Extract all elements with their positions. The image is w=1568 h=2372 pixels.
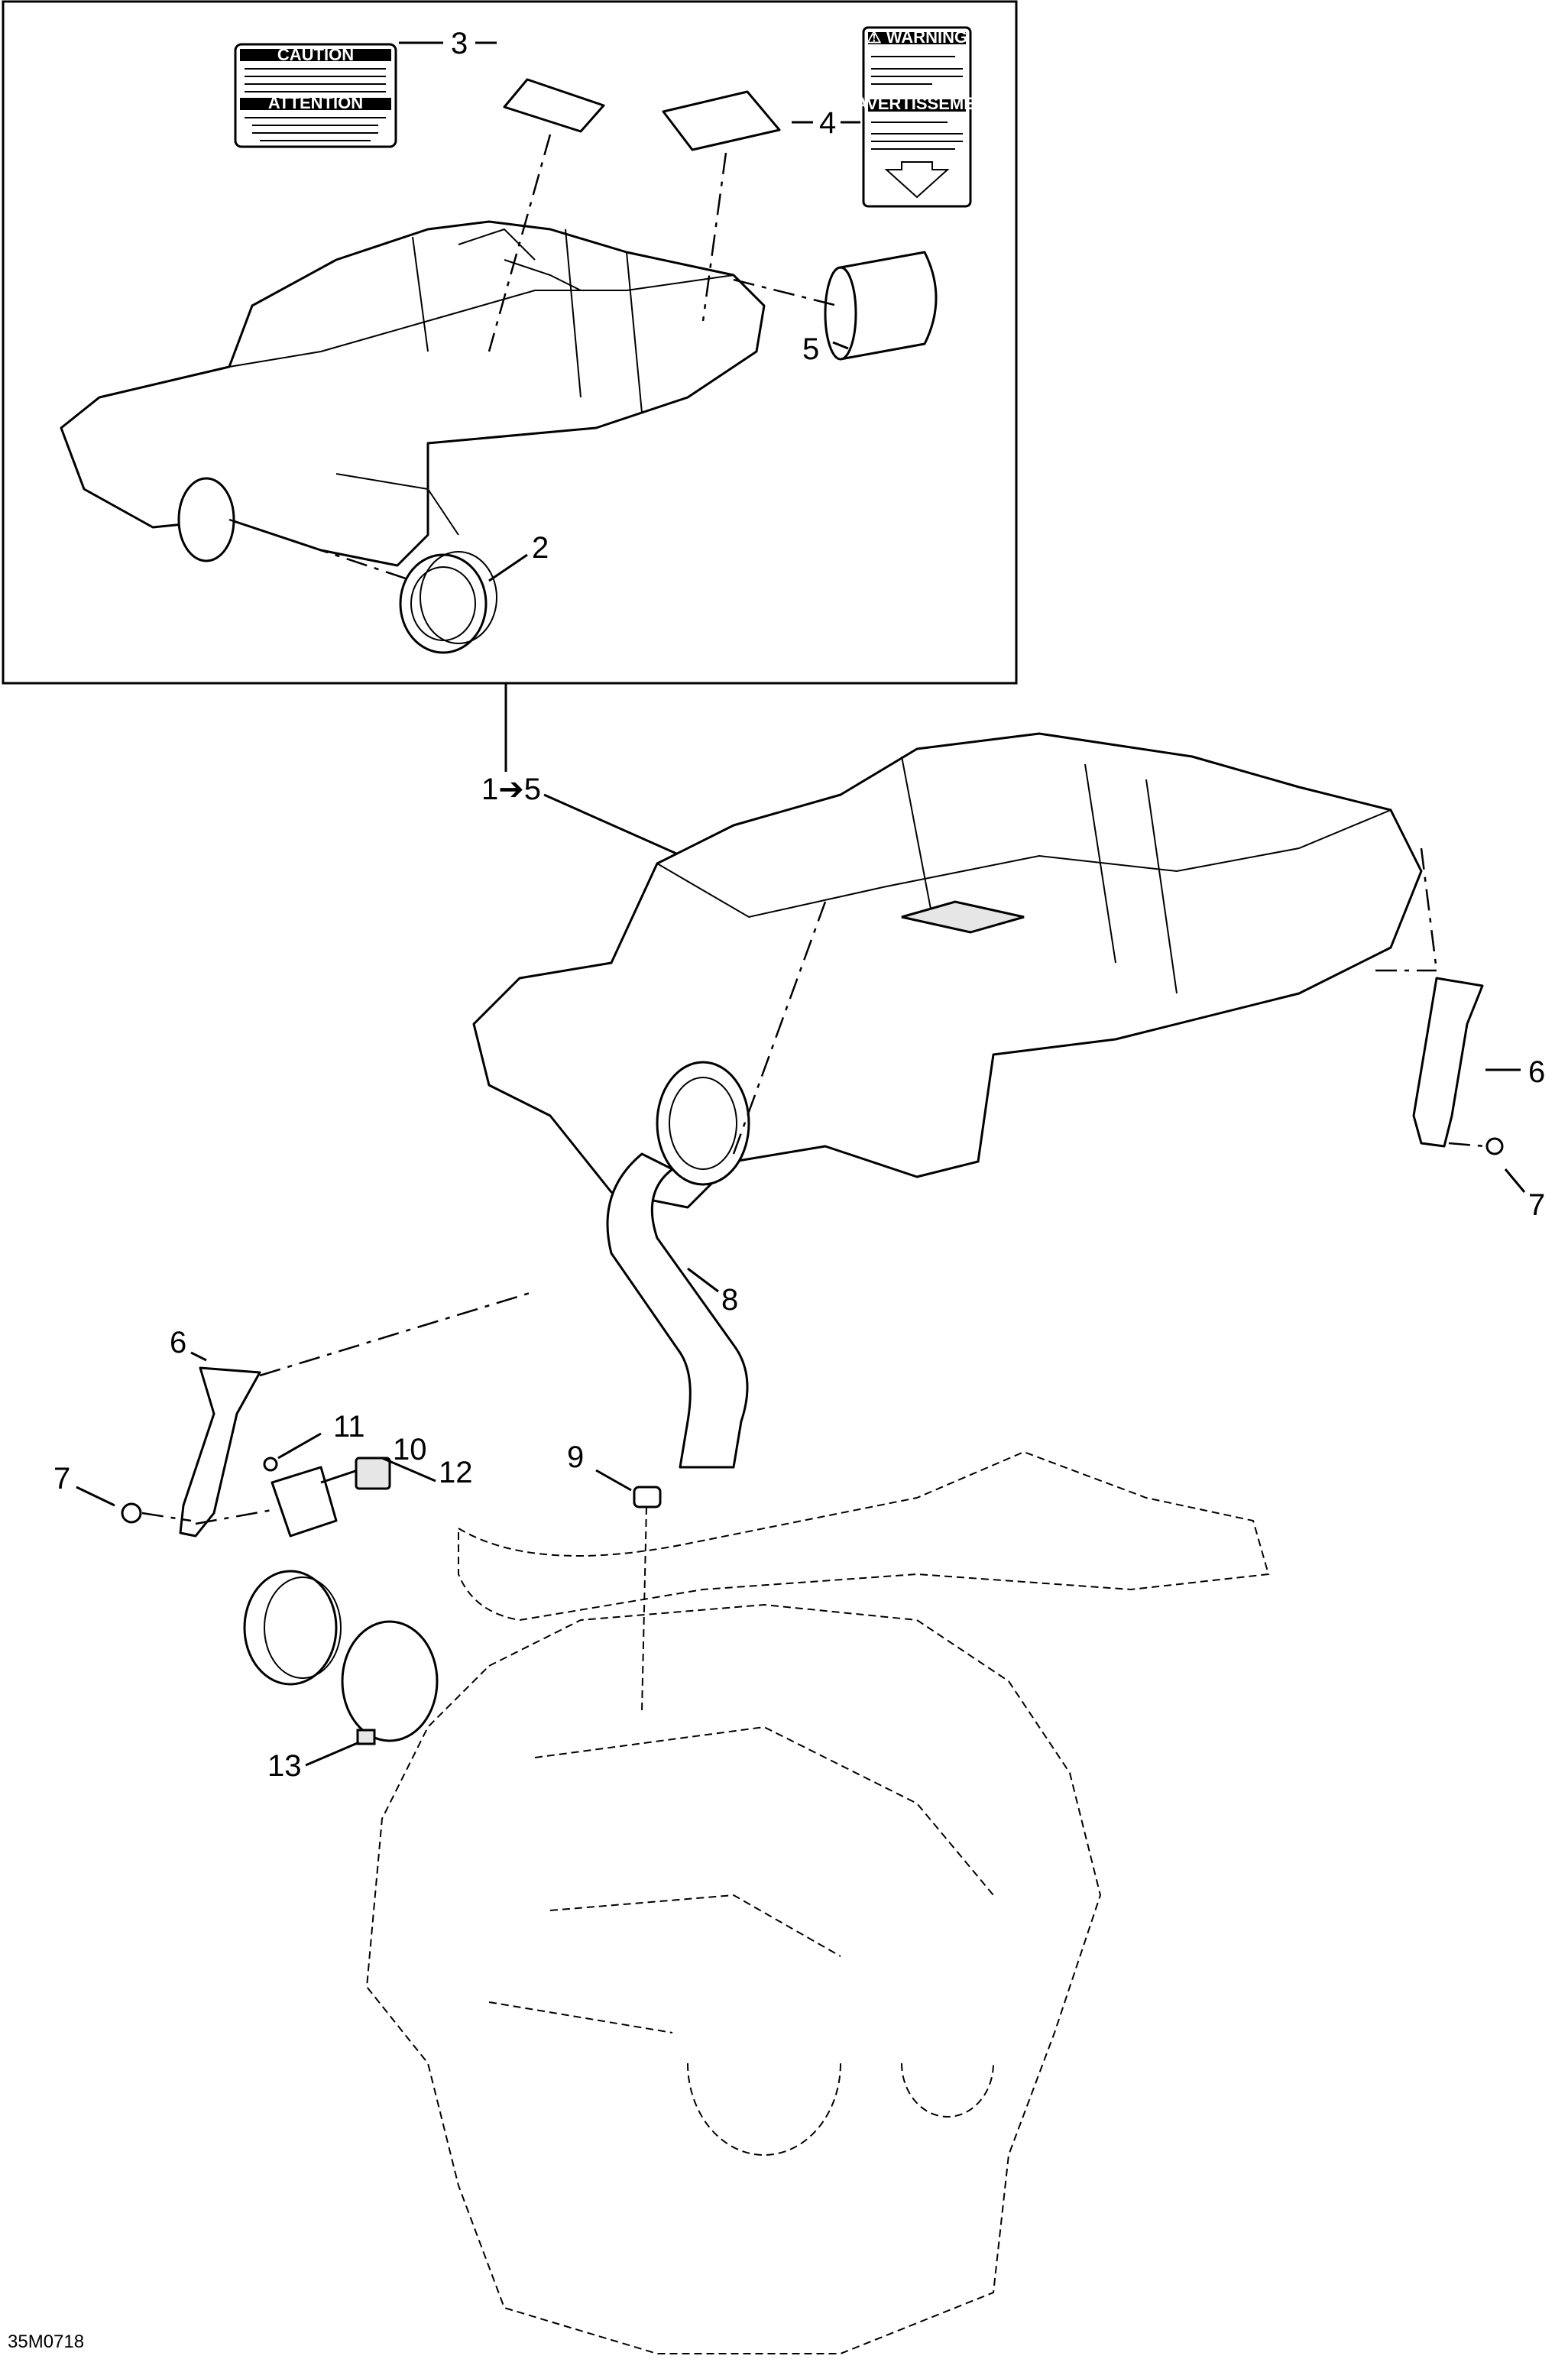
callout-12: 12 bbox=[439, 1456, 473, 1489]
air-filter-5-part bbox=[824, 251, 938, 361]
screw-11-part bbox=[263, 1457, 278, 1472]
callout-4: 4 bbox=[819, 106, 836, 140]
callout-7-right: 7 bbox=[1528, 1188, 1545, 1222]
callout-11: 11 bbox=[333, 1410, 365, 1444]
warning-title: ⚠ WARNING bbox=[867, 28, 967, 47]
callout-5: 5 bbox=[802, 332, 819, 366]
drawing-id-label: 35M0718 bbox=[8, 2331, 84, 2352]
avertissement-title: ⚠ AVERTISSEMENT bbox=[837, 94, 998, 113]
engine-ghost-outline bbox=[365, 1603, 1102, 2354]
nut-7-right-part bbox=[1485, 1137, 1504, 1155]
callout-9: 9 bbox=[567, 1440, 584, 1474]
support-6-right-part bbox=[1412, 977, 1484, 1148]
sensor-12-part bbox=[355, 1457, 391, 1490]
bracket-10-part bbox=[271, 1466, 338, 1538]
airbox-assembly-illustration bbox=[472, 732, 1423, 1209]
callout-7-left: 7 bbox=[53, 1462, 70, 1495]
warning-decal-illustration: ⚠ WARNING ⚠ AVERTISSEMENT bbox=[837, 26, 998, 208]
support-6-left-part bbox=[179, 1366, 261, 1538]
callout-1-to-5: 1➔5 bbox=[481, 773, 541, 806]
callout-6-right: 6 bbox=[1528, 1055, 1545, 1089]
intake-seal-2-part bbox=[399, 551, 497, 654]
decal-3-part bbox=[503, 78, 605, 133]
nut-7-left-part bbox=[121, 1502, 142, 1524]
caution-title: CAUTION bbox=[277, 45, 354, 64]
callout-6-left: 6 bbox=[170, 1326, 186, 1359]
fitting-9-part bbox=[633, 1486, 662, 1508]
detail-frame bbox=[2, 0, 1018, 685]
attention-title: ATTENTION bbox=[268, 93, 363, 112]
callout-10: 10 bbox=[393, 1433, 427, 1466]
callout-2: 2 bbox=[532, 531, 549, 565]
caution-decal-illustration: CAUTION ATTENTION bbox=[234, 43, 397, 148]
breather-hose-8-part bbox=[606, 1152, 749, 1469]
coupler-13-parts bbox=[243, 1570, 439, 1745]
intake-ghost-outline bbox=[458, 1450, 1270, 1622]
airbox-detail-illustration bbox=[60, 220, 766, 567]
callout-3: 3 bbox=[451, 27, 468, 60]
callout-13: 13 bbox=[267, 1749, 302, 1783]
callout-8: 8 bbox=[721, 1283, 738, 1317]
decal-4-part bbox=[662, 90, 781, 151]
